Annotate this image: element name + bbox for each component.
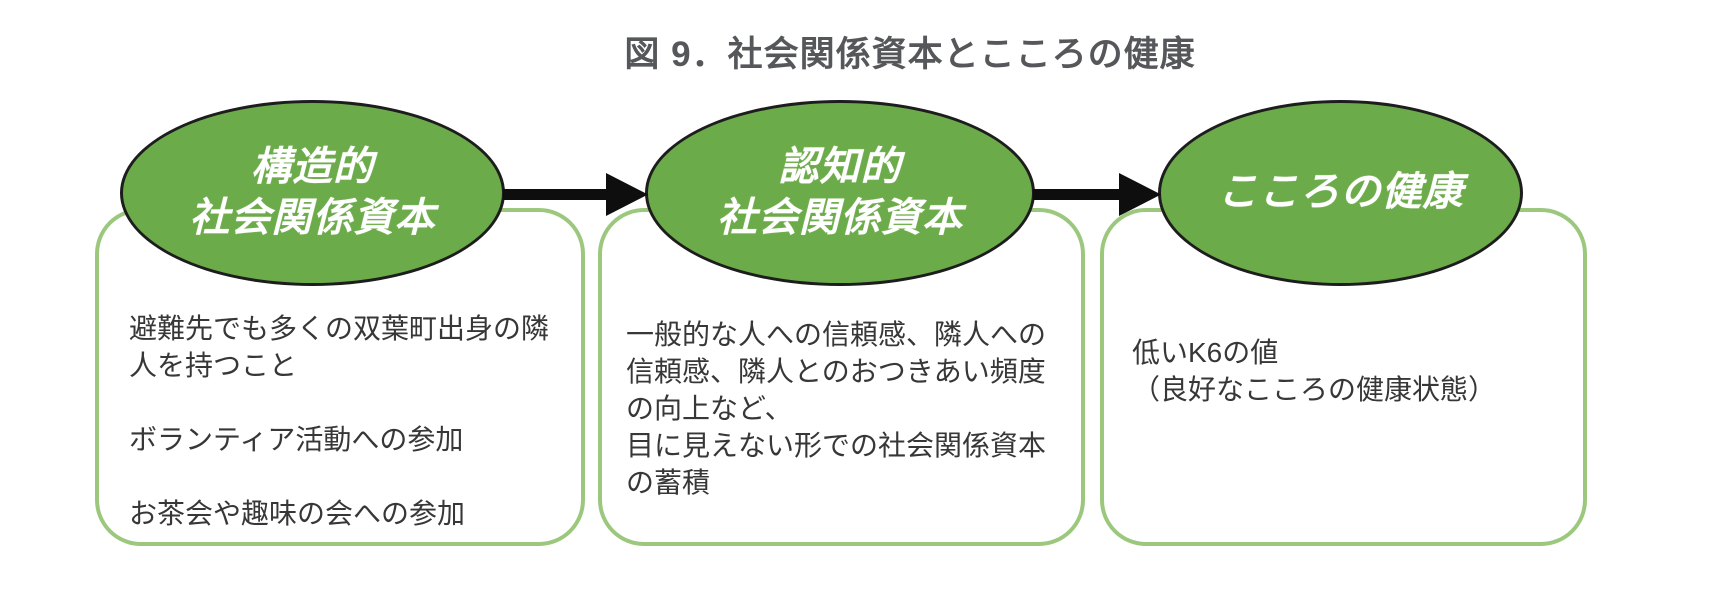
ellipse-mental-health-label: こころの健康 (1217, 170, 1464, 215)
box-mental-health-text: 低いK6の値 （良好なこころの健康状態） (1132, 337, 1497, 405)
ellipse-cognitive-social-capital: 認知的 社会関係資本 (645, 100, 1035, 286)
ellipse-mental-health: こころの健康 (1158, 100, 1523, 286)
ellipse-cognitive-label: 認知的 社会関係資本 (717, 144, 963, 240)
box-cognitive-text: 一般的な人への信頼感、隣人への信頼感、隣人とのおつきあい頻度の向上など、 目に見… (626, 319, 1047, 498)
ellipse-structural-social-capital: 構造的 社会関係資本 (120, 100, 505, 286)
ellipse-structural-label: 構造的 社会関係資本 (189, 144, 436, 240)
arrow-right-icon (1033, 173, 1161, 216)
figure-title: 図 9．社会関係資本とこころの健康 (624, 35, 1196, 74)
arrow-right-icon (503, 173, 648, 216)
box-structural-text: 避難先でも多くの双葉町出身の隣人を持つこと ボランティア活動への参加 お茶会や趣… (129, 313, 550, 529)
